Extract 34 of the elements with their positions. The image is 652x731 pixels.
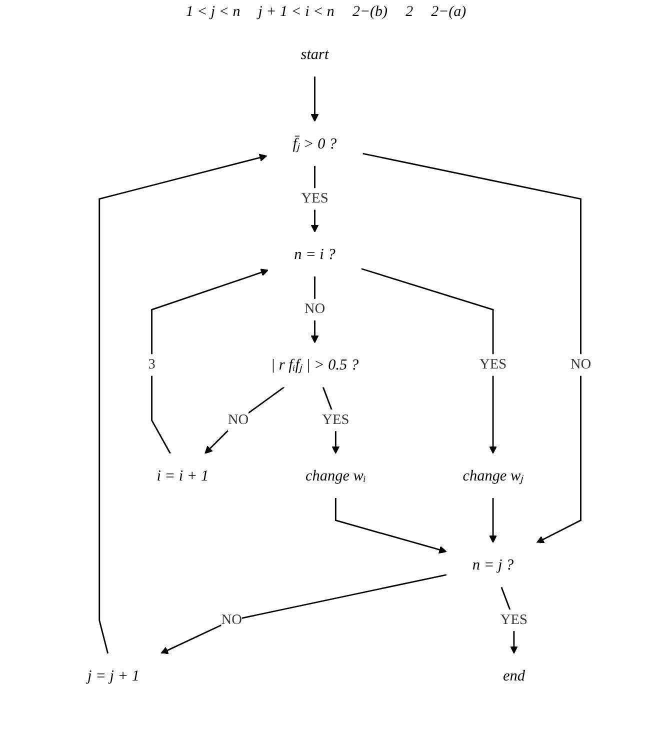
arrow: [362, 152, 582, 544]
edge-label: NO: [220, 612, 242, 628]
edge-label: NO: [228, 412, 248, 428]
node-text: i = i + 1: [156, 466, 208, 484]
math-label: 2−(b): [352, 4, 388, 21]
edge-label: YES: [322, 412, 349, 428]
node-text: change wⱼ: [462, 466, 524, 484]
math-label: 2−(a): [431, 4, 466, 21]
arrow: [98, 154, 267, 654]
edge-label: YES: [300, 190, 328, 206]
edge-label: YES: [479, 356, 506, 372]
arrow: [310, 76, 318, 122]
node-text: n = j ?: [472, 556, 514, 574]
node-text: n = i ?: [294, 246, 335, 263]
edge-label: NO: [304, 302, 325, 317]
node-text: | r fᵢfⱼ | > 0.5 ?: [270, 356, 358, 374]
math-label: 2: [406, 4, 414, 21]
node-text: f̄ⱼ > 0 ?: [292, 134, 336, 152]
edge-label: NO: [570, 356, 591, 372]
arrow: [488, 498, 497, 544]
edge-label: 3: [148, 356, 156, 372]
node-text: end: [502, 666, 525, 684]
arrow: [150, 268, 268, 454]
arrow: [160, 574, 446, 654]
node-text: change wᵢ: [305, 466, 366, 484]
arrow: [360, 268, 497, 454]
node-text: start: [300, 46, 328, 63]
arrow: [334, 498, 446, 554]
arrow: [204, 386, 284, 454]
math-label: j + 1 < i < n: [258, 4, 334, 21]
arrow: [310, 276, 318, 344]
node-text: j = j + 1: [87, 666, 140, 684]
edge-label: YES: [500, 612, 528, 628]
math-label: 1 < j < n: [186, 4, 240, 21]
